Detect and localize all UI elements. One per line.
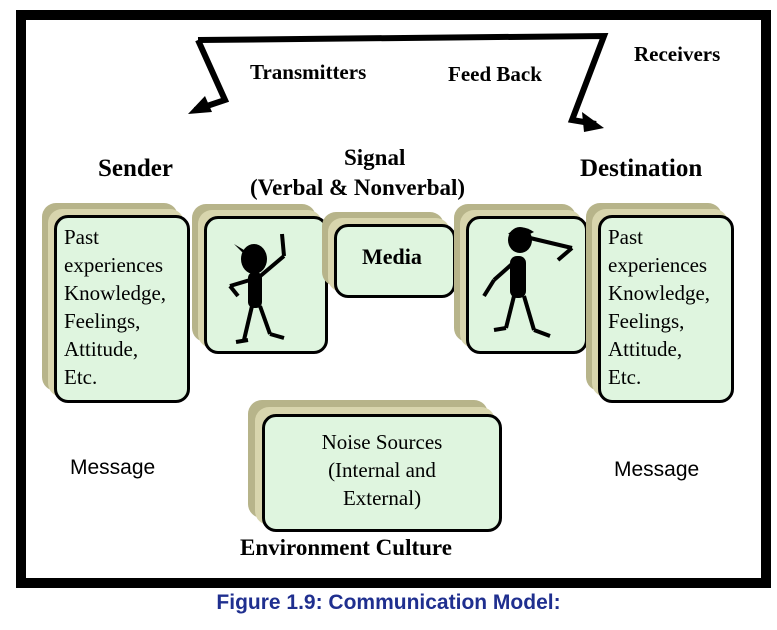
destination-label: Destination: [580, 155, 703, 182]
media-box: Media: [322, 212, 456, 298]
media-label: Media: [362, 244, 422, 269]
sender-box-text: Past experiences Knowledge, Feelings, At…: [64, 225, 167, 389]
listener-figure-icon: [482, 227, 574, 338]
signal-type-label: (Verbal & Nonverbal): [250, 175, 466, 200]
transmitters-label: Transmitters: [250, 60, 367, 84]
sender-label: Sender: [98, 155, 173, 182]
receiver-figure-box: [454, 204, 588, 354]
message-left-label: Message: [70, 456, 156, 479]
sender-box: Past experiences Knowledge, Feelings, At…: [42, 203, 190, 403]
destination-box: Past experiences Knowledge, Feelings, At…: [586, 203, 734, 403]
signal-label: Signal: [344, 145, 406, 170]
noise-box-text: Noise Sources (Internal and External): [321, 430, 443, 510]
figure-caption: Figure 1.9: Communication Model:: [216, 591, 561, 614]
message-right-label: Message: [614, 458, 700, 481]
environment-culture-label: Environment Culture: [240, 535, 452, 560]
sender-figure-box: [192, 204, 328, 354]
speaker-figure-icon: [228, 233, 286, 344]
receivers-label: Receivers: [634, 42, 721, 66]
feedback-label: Feed Back: [448, 62, 542, 86]
destination-box-text: Past experiences Knowledge, Feelings, At…: [608, 225, 711, 389]
noise-box: Noise Sources (Internal and External): [248, 400, 502, 532]
